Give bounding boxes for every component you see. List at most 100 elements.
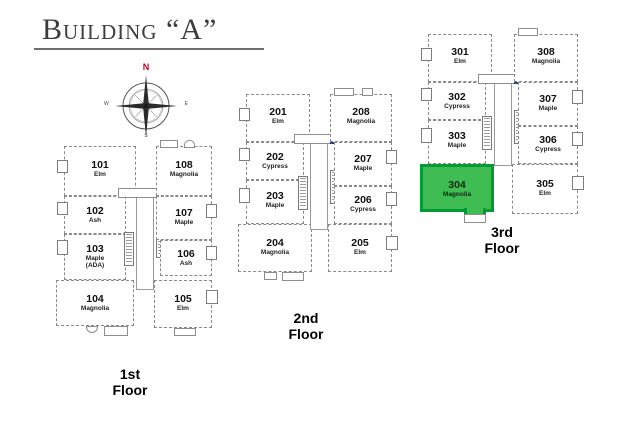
entry-108 xyxy=(160,140,178,148)
unit-302-name: Cypress xyxy=(444,103,470,111)
patio-104 xyxy=(104,326,128,336)
unit-308[interactable]: 308 Magnolia xyxy=(514,34,578,82)
floor-plan-2nd: 201 Elm 202 Cypress 203 Maple 204 Magnol… xyxy=(238,88,398,342)
balcony-204 xyxy=(264,272,277,280)
window-102 xyxy=(57,202,68,215)
page-title: Building “A” xyxy=(42,13,218,46)
unit-303-number: 303 xyxy=(448,130,466,142)
entry-308 xyxy=(518,28,538,36)
unit-103-number: 103 xyxy=(86,243,104,255)
unit-204-name: Magnolia xyxy=(260,249,290,257)
compass-south-label: S xyxy=(144,133,148,139)
unit-102[interactable]: 102 Ash xyxy=(64,196,126,234)
unit-202[interactable]: 202 Cypress xyxy=(246,142,304,180)
unit-206[interactable]: 206 Cypress xyxy=(334,186,392,224)
unit-301-number: 301 xyxy=(451,46,469,58)
window-206 xyxy=(386,192,397,206)
unit-203-name: Maple xyxy=(265,202,285,210)
unit-101-name: Elm xyxy=(94,171,106,179)
unit-208-name: Magnolia xyxy=(346,118,376,126)
floor-plan-1st: 101 Elm 102 Ash 103 Maple (ADA) 104 Magn… xyxy=(56,140,218,398)
unit-207-name: Maple xyxy=(353,165,373,173)
unit-103[interactable]: 103 Maple (ADA) xyxy=(64,234,126,280)
patio-105 xyxy=(174,328,196,336)
stairwell-west-2nd xyxy=(298,176,308,210)
window-106 xyxy=(206,246,217,260)
unit-105[interactable]: 105 Elm xyxy=(154,280,212,328)
unit-201-number: 201 xyxy=(269,106,287,118)
unit-302[interactable]: 302 Cypress xyxy=(428,82,486,120)
title-divider xyxy=(34,47,264,50)
entry-208 xyxy=(334,88,354,96)
window-307 xyxy=(572,90,583,104)
unit-101[interactable]: 101 Elm xyxy=(64,146,136,196)
compass-north-label: N xyxy=(142,62,150,72)
balcony-208 xyxy=(362,88,373,96)
unit-102-number: 102 xyxy=(86,205,104,217)
unit-102-name: Ash xyxy=(88,217,102,225)
window-302 xyxy=(421,88,432,101)
compass-rose: N W E S xyxy=(104,62,188,144)
unit-108[interactable]: 108 Magnolia xyxy=(156,146,212,196)
unit-306[interactable]: 306 Cypress xyxy=(518,126,578,164)
unit-107[interactable]: 107 Maple xyxy=(156,196,212,240)
unit-108-number: 108 xyxy=(175,159,193,171)
entry-104 xyxy=(86,326,98,333)
window-101 xyxy=(57,160,68,173)
unit-306-name: Cypress xyxy=(535,146,561,154)
unit-307-number: 307 xyxy=(539,93,557,105)
unit-305-number: 305 xyxy=(536,178,554,190)
unit-305-name: Elm xyxy=(539,190,551,198)
stairwell-west-1st xyxy=(124,232,134,266)
unit-203-number: 203 xyxy=(266,190,284,202)
unit-104-name: Magnolia xyxy=(80,305,110,313)
unit-301-name: Elm xyxy=(454,58,466,66)
unit-105-number: 105 xyxy=(174,293,192,305)
unit-206-name: Cypress xyxy=(350,206,376,214)
unit-204-number: 204 xyxy=(266,237,284,249)
stairwell-west-3rd xyxy=(482,116,492,150)
floor-label-1st: 1st Floor xyxy=(112,366,148,399)
unit-202-name: Cypress xyxy=(262,163,288,171)
unit-303[interactable]: 303 Maple xyxy=(428,120,486,164)
unit-106[interactable]: 106 Ash xyxy=(160,240,212,276)
unit-107-name: Maple xyxy=(174,219,194,227)
window-306 xyxy=(572,132,583,146)
unit-107-number: 107 xyxy=(175,207,193,219)
unit-105-name: Elm xyxy=(177,305,189,313)
floor-label-3rd: 3rd Floor xyxy=(484,224,520,257)
unit-304-highlighted[interactable]: 304 Magnolia xyxy=(420,164,494,212)
compass-rose-icon xyxy=(115,75,177,137)
window-305 xyxy=(572,176,584,190)
unit-208-number: 208 xyxy=(352,106,370,118)
unit-304-name: Magnolia xyxy=(442,191,472,199)
lobby-2nd xyxy=(294,134,334,144)
unit-303-name: Maple xyxy=(447,142,467,150)
unit-305[interactable]: 305 Elm xyxy=(512,164,578,214)
unit-204[interactable]: 204 Magnolia xyxy=(238,224,312,272)
title-block: Building “A” xyxy=(34,14,264,50)
unit-308-number: 308 xyxy=(537,46,555,58)
unit-106-name: Ash xyxy=(179,260,193,268)
window-103 xyxy=(57,240,68,255)
patio-204 xyxy=(282,272,304,281)
unit-205[interactable]: 205 Elm xyxy=(328,224,392,272)
unit-307-name: Maple xyxy=(538,105,558,113)
unit-208[interactable]: 208 Magnolia xyxy=(330,94,392,142)
corridor-3rd xyxy=(494,78,512,166)
balcony-108 xyxy=(184,140,195,148)
window-107 xyxy=(206,204,217,218)
unit-203[interactable]: 203 Maple xyxy=(246,180,304,224)
unit-202-number: 202 xyxy=(266,151,284,163)
unit-207[interactable]: 207 Maple xyxy=(334,142,392,186)
unit-104[interactable]: 104 Magnolia xyxy=(56,280,134,326)
corridor-2nd xyxy=(310,138,328,230)
window-207 xyxy=(386,150,397,164)
unit-307[interactable]: 307 Maple xyxy=(518,82,578,126)
compass-west-label: W xyxy=(104,101,109,107)
window-301 xyxy=(421,48,432,61)
entry-304 xyxy=(464,214,486,223)
unit-101-number: 101 xyxy=(91,159,109,171)
window-201 xyxy=(239,108,250,121)
unit-103-ada-tag: (ADA) xyxy=(85,261,105,269)
